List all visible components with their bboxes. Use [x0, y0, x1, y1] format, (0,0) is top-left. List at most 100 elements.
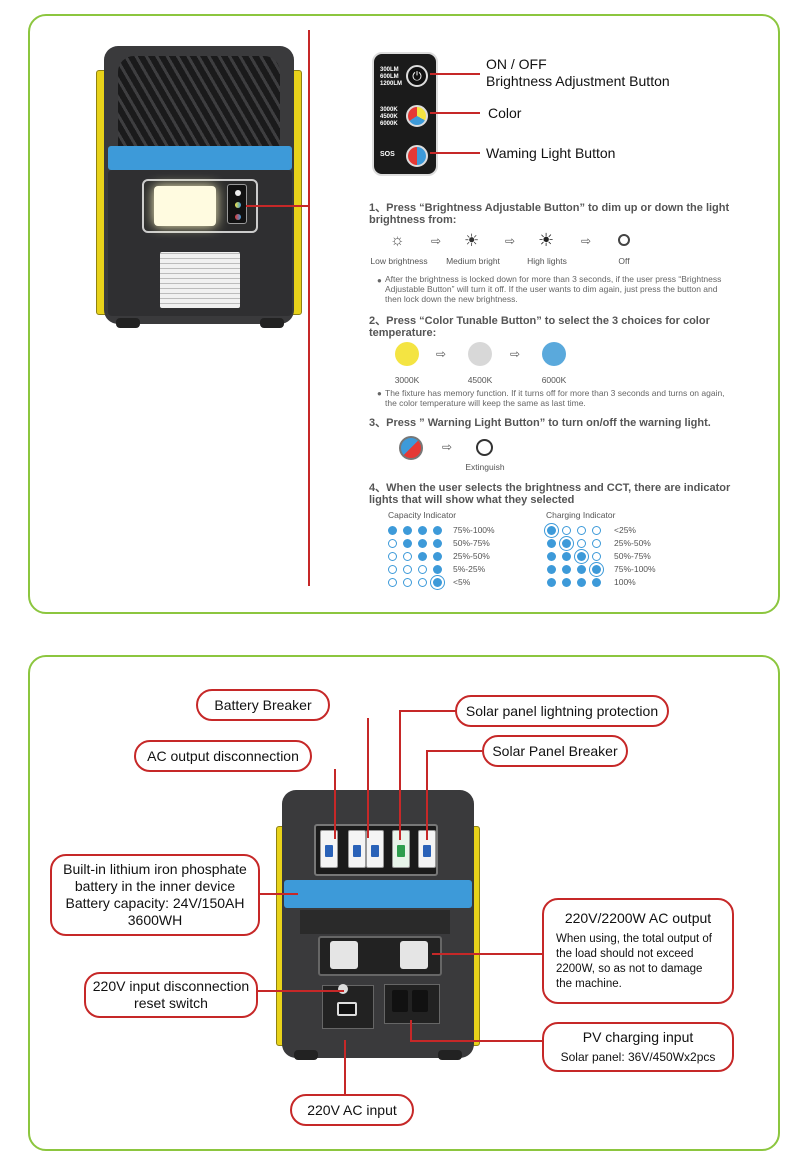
charging-indicator-dot	[577, 578, 586, 587]
capacity-indicator-dot	[403, 565, 412, 574]
ac-output-disconnection-callout: AC output disconnection	[134, 740, 312, 772]
input-reset-line-2: reset switch	[134, 995, 208, 1011]
level-high-label: High lights	[527, 256, 567, 266]
ac-output-callout: 220V/2200W AC output When using, the tot…	[542, 898, 734, 1004]
step1-title: 1、Press “Brightness Adjustable Button” t…	[369, 202, 730, 226]
charging-indicator-dot	[577, 565, 586, 574]
battery-info-callout: Built-in lithium iron phosphate battery …	[50, 854, 260, 936]
input-reset-line-1: 220V input disconnection	[92, 978, 250, 994]
brightness-low-icon: ☼	[390, 232, 405, 249]
temp-3000k-label: 3000K	[394, 375, 420, 385]
charging-indicator-dot	[547, 552, 556, 561]
color-button[interactable]	[406, 105, 428, 127]
brightness-medium-icon: ☀	[464, 231, 480, 250]
capacity-indicator-label: <5%	[453, 577, 471, 587]
charging-indicator-dot	[562, 539, 571, 548]
capacity-indicator-dot	[418, 552, 427, 561]
input-reset-callout: 220V input disconnection reset switch	[84, 972, 258, 1018]
capacity-indicator-label: 75%-100%	[453, 525, 495, 535]
charging-indicator-title: Charging Indicator	[546, 510, 616, 520]
color-6000k-swatch	[542, 342, 566, 366]
charging-indicator-label: 75%-100%	[614, 564, 656, 574]
step2-note: The fixture has memory function. If it t…	[385, 388, 725, 408]
charging-indicator-dot	[592, 578, 601, 587]
charging-indicator-dot	[547, 526, 556, 535]
charging-indicator-dot	[592, 565, 601, 574]
capacity-indicator-dot	[403, 539, 412, 548]
brightness-levels-text: 300LM 600LM 1200LM	[380, 67, 403, 87]
divider-line	[308, 30, 310, 586]
solar-breaker-callout: Solar Panel Breaker	[482, 735, 628, 767]
sos-text: SOS	[380, 151, 395, 158]
color-3000k-swatch	[395, 342, 419, 366]
level-off-label: Off	[618, 256, 630, 266]
charging-indicator-label: 100%	[614, 577, 636, 587]
charging-indicator-dot	[547, 578, 556, 587]
capacity-indicator-dot	[433, 578, 442, 587]
ac-output-desc: When using, the total output of the load…	[556, 933, 712, 990]
device-info-sticker	[160, 252, 240, 308]
battery-info-line-4: 3600WH	[127, 912, 183, 928]
step4-title: 4、When the user selects the brightness a…	[369, 482, 731, 506]
charging-indicator-dot	[562, 552, 571, 561]
pv-input-title: PV charging input	[582, 1028, 694, 1045]
battery-breaker-callout: Battery Breaker	[196, 689, 330, 721]
charging-indicator-label: 25%-50%	[614, 538, 651, 548]
ac-output-title: 220V/2200W AC output	[564, 910, 712, 926]
capacity-indicator-dot	[403, 526, 412, 535]
charging-indicator-dot	[577, 526, 586, 535]
off-icon	[618, 234, 630, 246]
charging-indicator-dot	[592, 539, 601, 548]
capacity-indicator-label: 5%-25%	[453, 564, 486, 574]
capacity-indicator-label: 25%-50%	[453, 551, 490, 561]
pv-input-desc: Solar panel: 36V/450Wx2pcs	[560, 1049, 716, 1064]
charging-indicator-dot	[562, 578, 571, 587]
extinguish-icon	[476, 439, 493, 456]
temp-6000k-label: 6000K	[541, 375, 567, 385]
capacity-indicator-label: 50%-75%	[453, 538, 490, 548]
capacity-indicator-dot	[388, 526, 397, 535]
warning-light-label: Waming Light Button	[486, 145, 616, 161]
brightness-button-label: Brightness Adjustment Button	[486, 73, 670, 89]
capacity-indicator-dot	[418, 565, 427, 574]
capacity-indicator-dot	[388, 539, 397, 548]
battery-info-line-1: Built-in lithium iron phosphate	[63, 861, 247, 877]
level-medium-label: Medium bright	[446, 256, 500, 266]
capacity-indicator-dot	[418, 526, 427, 535]
capacity-indicator-dot	[388, 578, 397, 587]
solar-lightning-callout: Solar panel lightning protection	[455, 695, 669, 727]
control-panel-diagram: 300LM 600LM 1200LM ⏻ 3000K 4500K 6000K S…	[372, 52, 438, 176]
capacity-indicator-dot	[388, 552, 397, 561]
charging-indicator-dot	[592, 526, 601, 535]
capacity-indicator-dot	[403, 578, 412, 587]
charging-indicator-label: 50%-75%	[614, 551, 651, 561]
level-low-label: Low brightness	[370, 256, 428, 266]
charging-indicator-dot	[577, 539, 586, 548]
capacity-indicator-dot	[403, 552, 412, 561]
capacity-indicator-dot	[418, 578, 427, 587]
capacity-indicator-dot	[388, 565, 397, 574]
ac-input-callout: 220V AC input	[290, 1094, 414, 1126]
charging-indicator-dot	[577, 552, 586, 561]
power-button[interactable]: ⏻	[406, 65, 428, 87]
charging-indicator-dot	[592, 552, 601, 561]
capacity-indicator-dot	[433, 565, 442, 574]
sos-button[interactable]	[406, 145, 428, 167]
charging-indicator-dot	[547, 565, 556, 574]
capacity-indicator-dot	[418, 539, 427, 548]
capacity-indicator-dot	[433, 539, 442, 548]
capacity-indicator-dot	[433, 552, 442, 561]
step3-title: 3、Press ” Warning Light Button” to turn …	[369, 417, 711, 429]
brightness-high-icon: ☀	[538, 230, 555, 250]
color-label: Color	[488, 105, 522, 121]
capacity-indicator-title: Capacity Indicator	[388, 510, 457, 520]
step1-note: After the brightness is locked down for …	[385, 274, 722, 304]
extinguish-label: Extinguish	[465, 462, 505, 472]
pv-input-callout: PV charging input Solar panel: 36V/450Wx…	[542, 1022, 734, 1072]
charging-indicator-label: <25%	[614, 525, 636, 535]
on-off-label: ON / OFF	[486, 56, 547, 72]
charging-indicator-dot	[547, 539, 556, 548]
charging-indicator-dot	[562, 526, 571, 535]
color-levels-text: 3000K 4500K 6000K	[380, 107, 398, 127]
step2-title: 2、Press “Color Tunable Button” to select…	[369, 315, 710, 339]
